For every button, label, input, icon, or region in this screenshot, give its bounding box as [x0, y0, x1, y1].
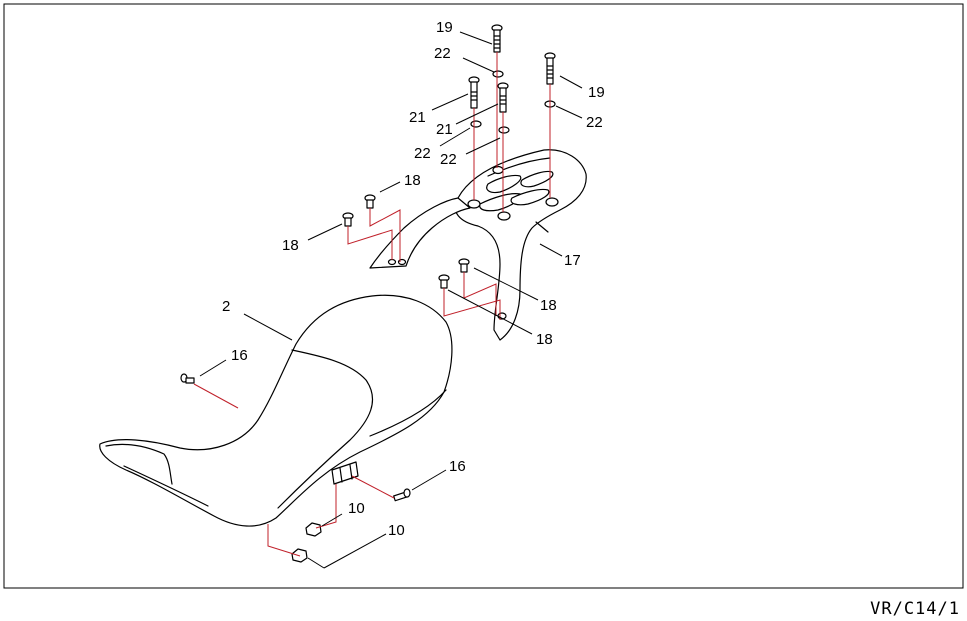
bolt-part-19-upper [491, 24, 503, 53]
screw-part-18-c [458, 258, 470, 273]
callout-2: 2 [222, 298, 230, 315]
washer-part-22-a [492, 70, 504, 78]
screw-part-18-a [364, 194, 376, 209]
callout-18-upper-right: 18 [404, 172, 421, 189]
callout-21-left: 21 [409, 109, 426, 126]
callout-19-upper: 19 [436, 19, 453, 36]
diagram-frame [3, 3, 964, 589]
bolt-part-16-right [393, 488, 411, 502]
callout-22-middle: 22 [440, 151, 457, 168]
callout-10-lower: 10 [388, 522, 405, 539]
washer-part-22-d [498, 126, 510, 134]
callout-10-upper: 10 [348, 500, 365, 517]
callout-18-left: 18 [282, 237, 299, 254]
bolt-part-21-left [468, 76, 480, 109]
callout-16-right: 16 [449, 458, 466, 475]
callout-17: 17 [564, 252, 581, 269]
callout-19-right: 19 [588, 84, 605, 101]
callout-18-bottom: 18 [536, 331, 553, 348]
screw-part-18-b [342, 212, 354, 227]
seat-part-2 [99, 294, 453, 527]
screw-part-18-d [438, 274, 450, 289]
callout-22-upper: 22 [434, 45, 451, 62]
bolt-part-21-middle [497, 82, 509, 113]
nut-part-10-upper [305, 522, 322, 537]
assembly-lines [193, 52, 551, 557]
callout-22-right: 22 [586, 114, 603, 131]
bolt-part-16-left [180, 373, 195, 384]
reference-code: VR/C14/1 [870, 599, 960, 619]
washer-part-22-c [470, 120, 482, 128]
bolt-part-19-right [544, 52, 556, 85]
callout-22-left: 22 [414, 145, 431, 162]
callout-18-lower-right: 18 [540, 297, 557, 314]
leader-lines [199, 31, 583, 569]
callout-21-middle: 21 [436, 121, 453, 138]
callout-16-left: 16 [231, 347, 248, 364]
callout-labels: 19 22 19 22 21 21 22 22 18 18 17 18 18 2… [222, 19, 605, 539]
carrier-rack-part-17 [369, 149, 587, 341]
